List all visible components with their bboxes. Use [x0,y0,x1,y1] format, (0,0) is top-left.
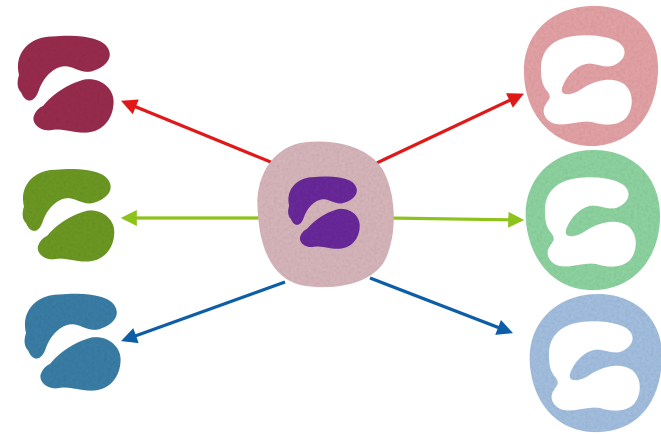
arrow-to-cytoplasm-green [388,218,521,220]
cytoplasm-green-channel [526,150,660,290]
arrow-to-cytoplasm-blue [370,278,510,332]
nucleus-red-channel [18,36,114,133]
original-cell [257,142,393,288]
arrow-to-nucleus-red [124,102,278,165]
cytoplasm-blue-channel [530,294,661,432]
nucleus-blue-channel [25,294,121,391]
nucleus-green-channel [23,169,115,262]
arrow-to-nucleus-blue [124,282,285,340]
cytoplasm-red-channel [524,6,658,146]
arrow-to-cytoplasm-red [366,95,521,168]
